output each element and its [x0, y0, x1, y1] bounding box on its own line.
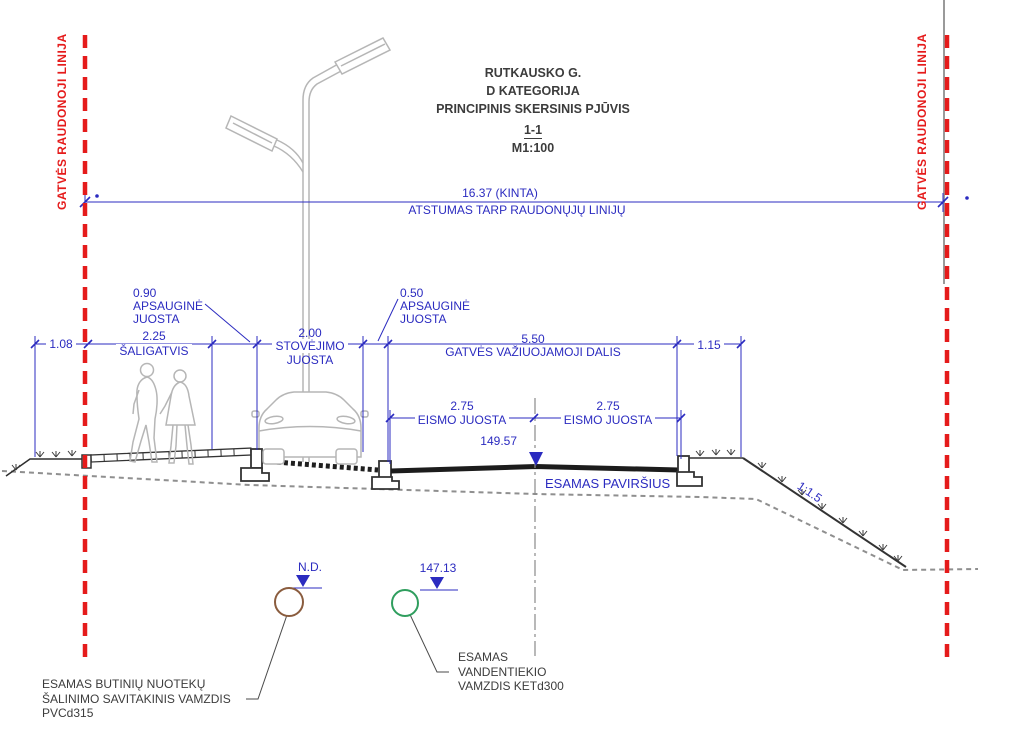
- dim-parking-label1: STOVĖJIMO: [265, 339, 355, 353]
- dim-lane1-value: 2.75: [450, 399, 474, 413]
- dim-0-90-label1: APSAUGINĖ: [133, 299, 204, 313]
- water-leader-line: [405, 605, 449, 673]
- overall-dim-label: ATSTUMAS TARP RAUDONŲJŲ LINIJŲ: [392, 203, 642, 217]
- drawing-scale: M1:100: [511, 141, 555, 155]
- car-wheels: [262, 448, 358, 465]
- water-pipe-note: ESAMAS VANDENTIEKIO VAMZDIS KETd300: [458, 650, 564, 694]
- dim-parking-label2: JUOSTA: [286, 353, 334, 367]
- dimension-lines: [30, 193, 969, 591]
- dim-0-50-label2: JUOSTA: [400, 312, 447, 326]
- sewage-level-value: N.D.: [298, 560, 322, 574]
- pedestrians: [129, 362, 196, 465]
- dim-carriageway-label: GATVĖS VAŽIUOJAMOJI DALIS: [421, 345, 645, 359]
- sewage-leader-line: [246, 611, 289, 700]
- parking-lane-surface: [262, 458, 379, 473]
- sewage-level-marker: [296, 575, 310, 587]
- water-note-line2: VANDENTIEKIO: [458, 664, 547, 679]
- existing-surface-label: ESAMAS PAVIRŠIUS: [545, 476, 671, 491]
- water-note-line3: VAMZDIS KETd300: [458, 679, 564, 693]
- dim-0-50-value: 0.50: [400, 286, 424, 300]
- sewage-pipe-circle: [274, 587, 304, 617]
- existing-surface-line: [1, 470, 979, 572]
- sewage-note-line2: ŠALINIMO SAVITAKINIS VAMZDIS: [42, 691, 231, 706]
- embankment-slope: [742, 457, 907, 568]
- water-note-line1: ESAMAS: [458, 650, 509, 664]
- sewage-note-line1: ESAMAS BUTINIŲ NUOTEKŲ: [42, 677, 206, 691]
- utilities: [246, 587, 449, 700]
- dim-1-08: 1.08: [31, 337, 91, 351]
- dim-0-50-label1: APSAUGINĖ: [400, 299, 471, 313]
- dim-0-90-label2: JUOSTA: [133, 312, 180, 326]
- overall-dim-value: 16.37 (KINTA): [462, 186, 538, 200]
- dim-sidewalk-label: ŠALIGATVIS: [104, 344, 204, 358]
- dim-lane2-value: 2.75: [596, 399, 620, 413]
- street-category: D KATEGORIJA: [486, 84, 580, 98]
- street-lamp: [225, 37, 392, 462]
- title-block: RUTKAUSKO G. D KATEGORIJA PRINCIPINIS SK…: [398, 64, 668, 157]
- street-name: RUTKAUSKO G.: [484, 66, 582, 80]
- sewage-note-line3: PVCd315: [42, 706, 94, 720]
- dim-0-90-value: 0.90: [133, 286, 157, 300]
- section-mark: 1-1: [523, 123, 543, 139]
- dim-5-50-value: 5.50: [521, 332, 545, 346]
- water-level-value: 147.13: [419, 561, 457, 575]
- water-pipe-circle: [391, 589, 419, 617]
- red-line-right-label: GATVĖS RAUDONOJI LINIJA: [915, 33, 929, 210]
- road-surface: [390, 463, 680, 474]
- sewage-pipe-note: ESAMAS BUTINIŲ NUOTEKŲ ŠALINIMO SAVITAKI…: [42, 677, 231, 721]
- red-line-left-label: GATVĖS RAUDONOJI LINIJA: [55, 33, 69, 210]
- car: [251, 391, 369, 458]
- dim-2-25-value: 2.25: [142, 329, 166, 343]
- road-level-marker: [529, 452, 543, 466]
- road-level-value: 149.57: [480, 434, 517, 448]
- drawing-title: PRINCIPINIS SKERSINIS PJŪVIS: [436, 102, 630, 116]
- dim-2-00-value: 2.00: [298, 326, 322, 340]
- dim-lane1-label: EISMO JUOSTA: [412, 413, 512, 427]
- dim-lane2-label: EISMO JUOSTA: [558, 413, 658, 427]
- dim-1-15: 1.15: [679, 338, 739, 352]
- water-level-marker: [430, 577, 444, 589]
